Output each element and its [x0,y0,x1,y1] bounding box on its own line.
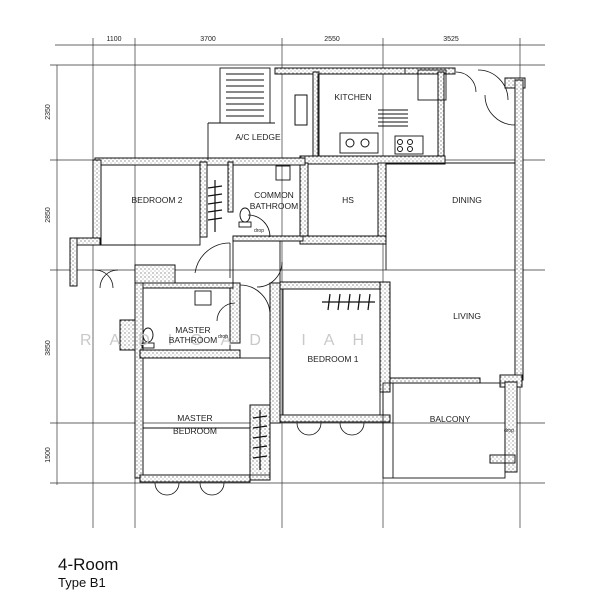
label-living: LIVING [453,311,481,321]
dim-top-2: 3700 [200,36,216,43]
thin-lines [100,67,515,479]
label-hs: HS [342,195,354,205]
label-dining: DINING [452,195,482,205]
dim-left-2: 2850 [45,207,52,223]
label-common-bathroom-1: COMMON [254,190,294,200]
label-master-bedroom-1: MASTER [177,413,212,423]
watermark: RADIOAD IAH [80,332,382,349]
dim-top-4: 3525 [443,36,459,43]
dim-top-1: 1100 [106,36,121,43]
ac-ledge-stripes [226,73,264,117]
wardrobe-hangers [207,180,375,470]
drop-label: drop [504,428,514,434]
dim-left-4: 1500 [45,447,52,463]
label-bedroom-1: BEDROOM 1 [307,354,358,364]
dim-left-1: 2350 [45,104,52,120]
label-kitchen: KITCHEN [334,92,371,102]
label-master-bathroom-2: BATHROOM [169,335,217,345]
dim-left-3: 3850 [45,340,52,356]
walls [69,67,526,483]
dim-top-3: 2550 [324,36,340,43]
kitchen-counter [294,94,413,152]
label-master-bathroom-1: MASTER [175,325,210,335]
label-ac-ledge: A/C LEDGE [235,132,281,142]
plan-title: 4-Room [58,555,119,574]
drop-label: drop [254,228,264,234]
drop-label: drop [218,334,228,340]
label-balcony: BALCONY [430,414,471,424]
label-bedroom-2: BEDROOM 2 [131,195,182,205]
plan-subtitle: Type B1 [58,575,106,590]
label-master-bedroom-2: BEDROOM [173,426,217,436]
label-common-bathroom-2: BATHROOM [250,201,298,211]
door-swings [94,69,516,496]
